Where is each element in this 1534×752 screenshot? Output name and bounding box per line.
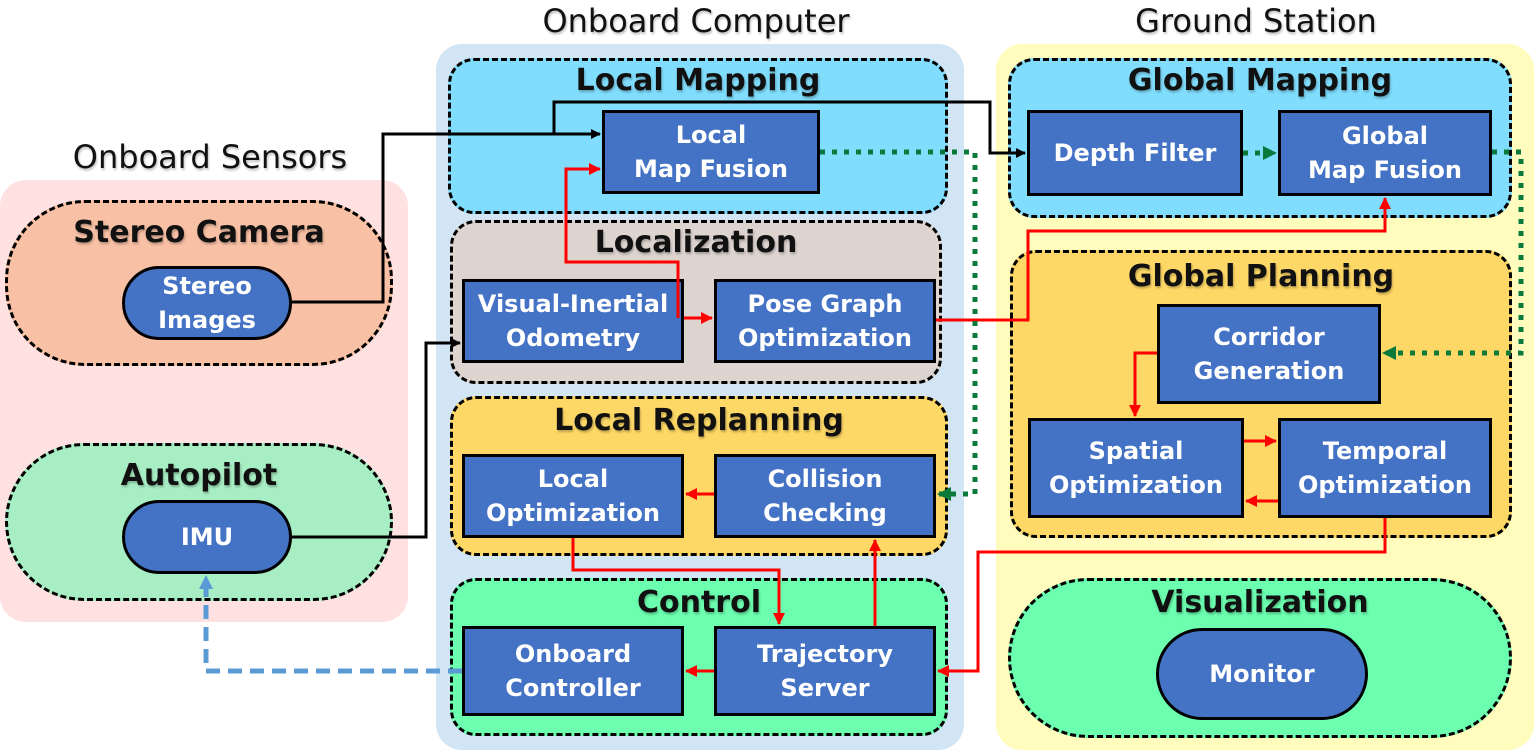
region-onboard-sensors-title: Onboard Sensors (72, 138, 348, 176)
group-title-stereo-camera: Stereo Camera (73, 215, 325, 250)
node-imu[interactable]: IMU (122, 500, 292, 574)
group-title-control: Control (636, 585, 761, 620)
group-title-autopilot: Autopilot (120, 458, 278, 493)
group-title-global-planning: Global Planning (1127, 259, 1395, 294)
region-ground-station-title: Ground Station (1135, 2, 1377, 40)
node-depth-filter[interactable]: Depth Filter (1027, 110, 1243, 196)
node-local-map-fusion[interactable]: Local Map Fusion (602, 110, 820, 194)
group-title-visualization: Visualization (1151, 585, 1369, 620)
group-title-local-mapping: Local Mapping (575, 63, 821, 98)
node-temporal-optimization[interactable]: Temporal Optimization (1278, 418, 1492, 518)
node-pose-graph-optimization[interactable]: Pose Graph Optimization (714, 279, 936, 363)
node-monitor[interactable]: Monitor (1156, 628, 1368, 720)
node-stereo-images[interactable]: Stereo Images (122, 266, 292, 340)
node-global-map-fusion[interactable]: Global Map Fusion (1278, 110, 1492, 196)
node-collision-checking[interactable]: Collision Checking (714, 454, 936, 538)
node-trajectory-server[interactable]: Trajectory Server (714, 626, 936, 716)
node-onboard-controller[interactable]: Onboard Controller (462, 626, 684, 716)
node-spatial-optimization[interactable]: Spatial Optimization (1028, 418, 1244, 518)
group-title-local-replanning: Local Replanning (554, 403, 844, 438)
node-visual-inertial-odometry[interactable]: Visual-Inertial Odometry (462, 279, 684, 363)
group-title-localization: Localization (594, 225, 798, 260)
region-onboard-computer-title: Onboard Computer (542, 2, 850, 40)
group-title-global-mapping: Global Mapping (1127, 63, 1393, 98)
node-local-optimization[interactable]: Local Optimization (462, 454, 684, 538)
node-corridor-generation[interactable]: Corridor Generation (1157, 304, 1381, 404)
